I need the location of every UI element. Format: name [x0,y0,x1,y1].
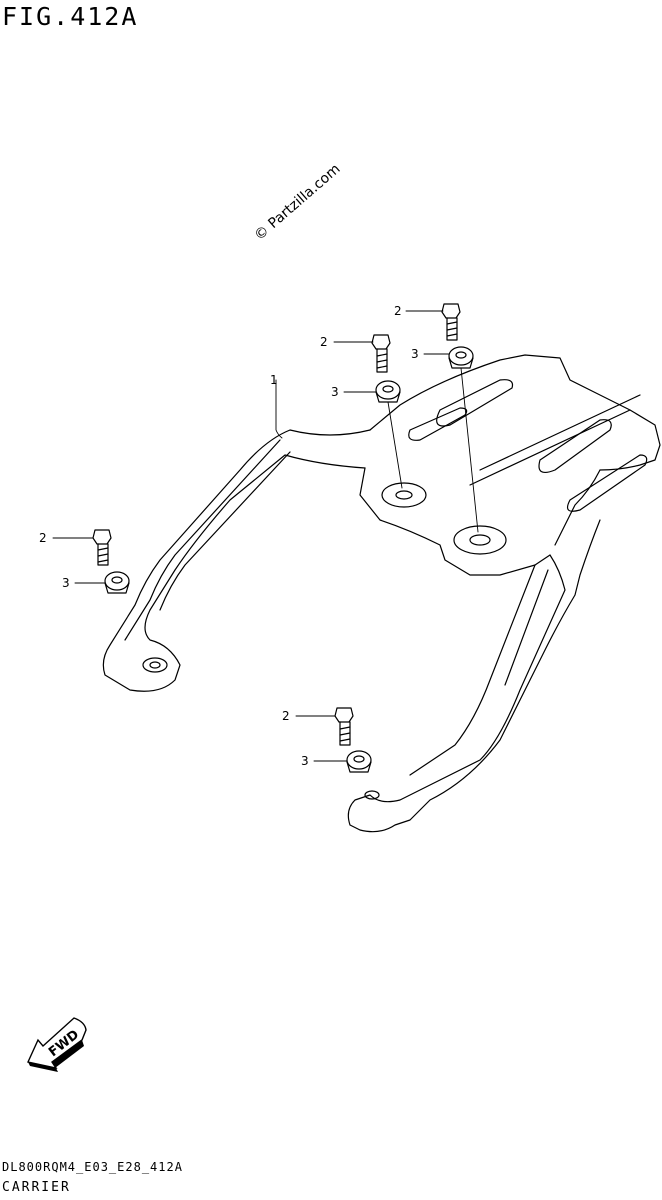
carrier-frame [102,354,661,833]
callout-2-top-left: 2 [320,335,328,349]
callout-2-left: 2 [39,531,47,545]
callout-3-top-right: 3 [411,347,419,361]
bolt-c2c [92,529,112,566]
callout-1: 1 [270,373,278,387]
washer-c3b [375,380,401,403]
callout-3-left: 3 [62,576,70,590]
fwd-arrow-icon: FWD [27,1017,87,1072]
figure-title: FIG.412A [2,2,139,31]
washer-c3a [448,346,474,369]
washer-c3d [346,750,372,773]
bolt-c2d [334,707,354,746]
bolt-c2a [441,303,461,341]
callout-3-top-left: 3 [331,385,339,399]
callout-2-bottom: 2 [282,709,290,723]
section-name: CARRIER [2,1180,71,1195]
callout-3-bottom: 3 [301,754,309,768]
washer-c3c [104,571,130,594]
bolt-c2b [371,334,391,373]
model-code: DL800RQM4_E03_E28_412A [2,1160,183,1174]
callout-2-top-right: 2 [394,304,402,318]
